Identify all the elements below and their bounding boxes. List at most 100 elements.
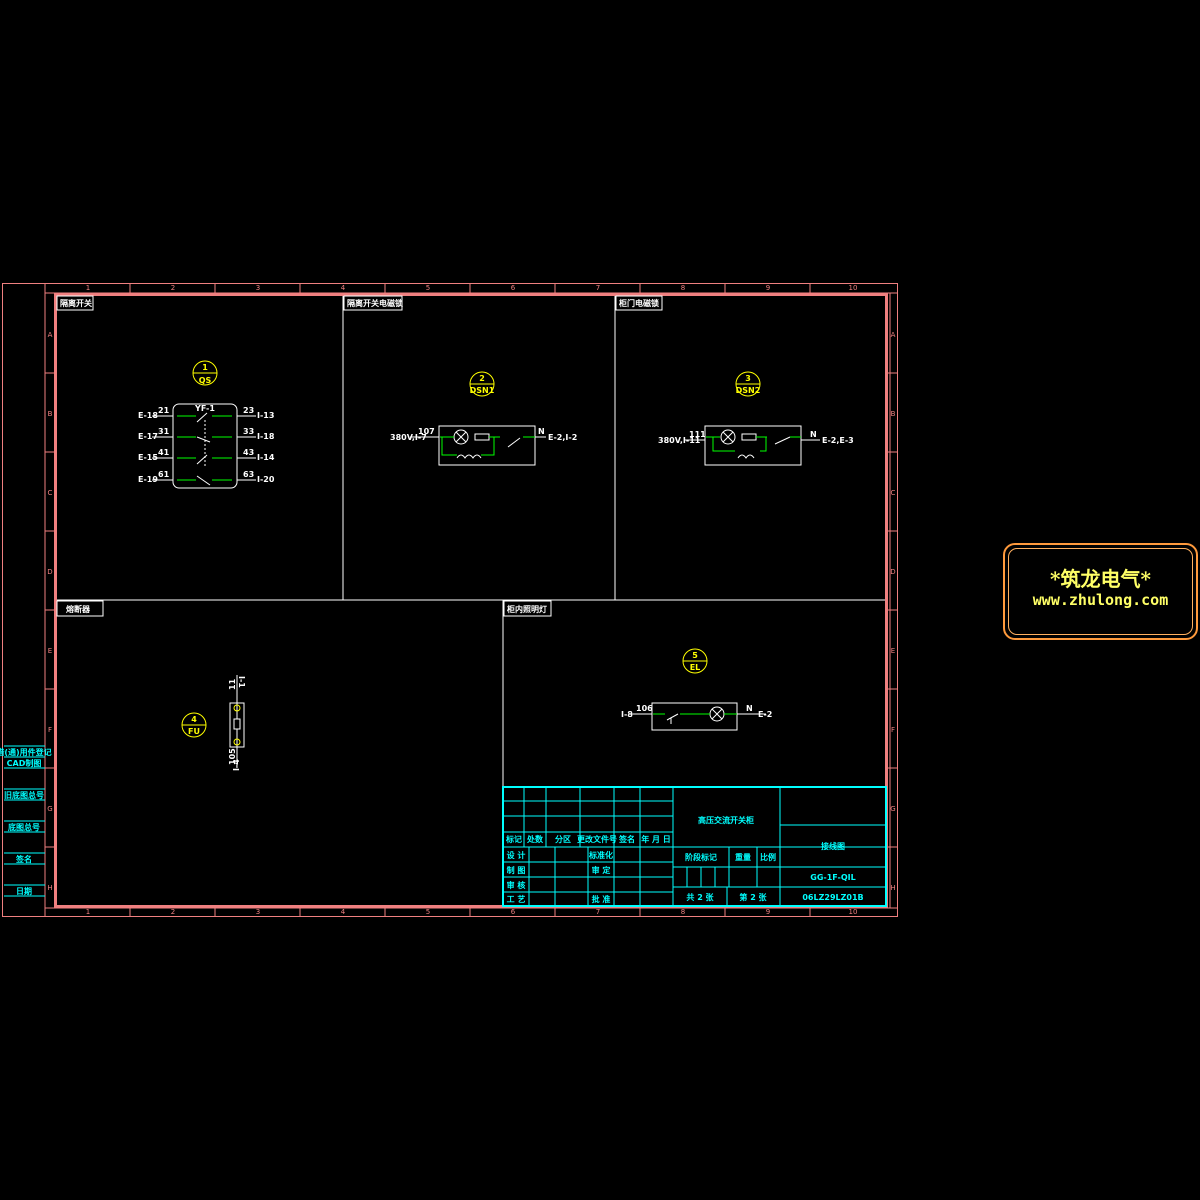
svg-text:E-2: E-2: [758, 710, 772, 719]
svg-text:I-20: I-20: [257, 475, 275, 484]
svg-text:63: 63: [243, 470, 254, 479]
row-label: C: [48, 489, 53, 497]
panel-title-5: 柜内照明灯: [503, 600, 552, 617]
svg-text:I-4: I-4: [232, 759, 241, 771]
svg-text:重量: 重量: [735, 852, 751, 862]
svg-text:分区: 分区: [555, 834, 571, 844]
row-label: F: [891, 726, 895, 734]
column-label: 2: [171, 284, 175, 292]
svg-text:EL: EL: [690, 663, 701, 672]
balloon-1: 1QS: [192, 360, 218, 386]
svg-text:更改文件号: 更改文件号: [577, 834, 617, 844]
svg-text:3: 3: [745, 374, 751, 383]
column-label: 9: [766, 908, 770, 916]
svg-text:第 2 张: 第 2 张: [739, 892, 767, 902]
svg-text:5: 5: [692, 651, 698, 660]
svg-text:33: 33: [243, 427, 254, 436]
svg-text:11: 11: [228, 678, 237, 690]
column-label: 4: [341, 284, 346, 292]
isolator-interlock-diagram: 380V,I-7 107 N E-2,I-2: [390, 425, 577, 466]
svg-text:设 计: 设 计: [507, 850, 526, 860]
svg-text:高压交流开关柜: 高压交流开关柜: [698, 815, 754, 825]
svg-text:隔离开关电磁锁: 隔离开关电磁锁: [347, 298, 403, 308]
svg-text:批 准: 批 准: [592, 894, 611, 904]
svg-text:熔断器: 熔断器: [66, 604, 91, 614]
row-label: B: [891, 410, 896, 418]
svg-text:I-18: I-18: [257, 432, 275, 441]
balloon-5: 5EL: [682, 648, 708, 674]
fuse-diagram: I-1 11 105 I-4: [228, 675, 246, 771]
row-label: G: [890, 805, 895, 813]
svg-text:06LZ29LZ01B: 06LZ29LZ01B: [802, 893, 863, 902]
svg-text:380V,I-7: 380V,I-7: [390, 433, 427, 442]
panel-title-1: 隔离开关: [56, 295, 94, 311]
svg-text:43: 43: [243, 448, 254, 457]
svg-text:N: N: [746, 704, 753, 713]
svg-text:制 图: 制 图: [507, 865, 526, 875]
column-label: 10: [849, 284, 858, 292]
title-block: [502, 786, 887, 907]
column-label: 8: [681, 908, 685, 916]
svg-text:E-19: E-19: [138, 475, 158, 484]
svg-text:FU: FU: [188, 727, 200, 736]
svg-text:标准化: 标准化: [588, 850, 613, 860]
svg-text:阶段标记: 阶段标记: [685, 852, 717, 862]
column-label: 8: [681, 284, 685, 292]
svg-text:I-14: I-14: [257, 453, 275, 462]
zhulong-logo: *筑龙电气* www.zhulong.com: [1003, 543, 1198, 640]
column-label: 1: [86, 284, 90, 292]
svg-text:底图总号: 底图总号: [7, 822, 40, 832]
svg-text:31: 31: [158, 427, 170, 436]
column-label: 5: [426, 908, 430, 916]
svg-text:I-13: I-13: [257, 411, 274, 420]
svg-text:21: 21: [158, 406, 170, 415]
svg-text:借(通)用件登记: 借(通)用件登记: [0, 747, 52, 757]
outer-frame: [2, 283, 898, 917]
svg-text:DSN1: DSN1: [470, 386, 495, 395]
panel-title-3: 柜门电磁锁: [615, 295, 663, 311]
svg-text:106: 106: [636, 704, 653, 713]
svg-text:I-8: I-8: [621, 710, 633, 719]
panel-title-2: 隔离开关电磁锁: [343, 295, 403, 311]
column-label: 9: [766, 284, 770, 292]
svg-text:61: 61: [158, 470, 170, 479]
svg-text:柜门电磁锁: 柜门电磁锁: [618, 298, 659, 308]
column-label: 3: [256, 284, 260, 292]
row-label: H: [47, 884, 52, 892]
svg-text:105: 105: [228, 748, 237, 765]
svg-text:380V,I-11: 380V,I-11: [658, 436, 701, 445]
column-label: 7: [596, 908, 600, 916]
svg-text:DSN2: DSN2: [736, 386, 761, 395]
svg-text:N: N: [810, 430, 817, 439]
row-label: E: [48, 647, 52, 655]
column-label: 10: [849, 908, 858, 916]
column-label: 4: [341, 908, 346, 916]
svg-text:柜内照明灯: 柜内照明灯: [506, 604, 547, 614]
column-label: 3: [256, 908, 260, 916]
svg-text:比例: 比例: [760, 852, 776, 862]
svg-text:E-15: E-15: [138, 453, 158, 462]
column-label: 6: [511, 908, 516, 916]
svg-text:CAD制图: CAD制图: [7, 758, 42, 768]
svg-text:标记: 标记: [505, 834, 522, 844]
row-label: F: [48, 726, 52, 734]
svg-text:签名: 签名: [15, 854, 32, 864]
svg-text:签名: 签名: [618, 834, 635, 844]
row-label: D: [890, 568, 895, 576]
svg-text:111: 111: [689, 430, 706, 439]
panel-title-4: 熔断器: [56, 600, 104, 617]
svg-text:旧底图总号: 旧底图总号: [4, 790, 44, 800]
cabinet-lamp-diagram: I-8 106 N E-2: [621, 702, 772, 731]
column-label: 6: [511, 284, 516, 292]
row-label: D: [47, 568, 52, 576]
svg-text:1: 1: [202, 363, 208, 372]
column-label: 5: [426, 284, 430, 292]
svg-text:GG-1F-QIL: GG-1F-QIL: [810, 873, 855, 882]
svg-text:隔离开关: 隔离开关: [60, 298, 92, 308]
svg-text:接线图: 接线图: [821, 841, 845, 851]
balloon-4: 4FU: [181, 712, 207, 738]
svg-text:E-2,I-2: E-2,I-2: [548, 433, 577, 442]
